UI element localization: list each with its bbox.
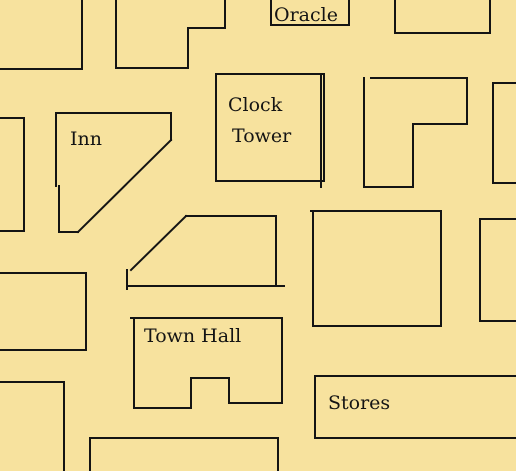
label-town-hall: Town Hall bbox=[144, 325, 241, 347]
label-inn: Inn bbox=[70, 128, 102, 150]
building-inn[interactable]: Inn bbox=[55, 112, 173, 234]
building-reverse-l bbox=[363, 77, 468, 188]
building-wedge bbox=[126, 214, 285, 290]
building-right-edge-upper bbox=[492, 82, 516, 184]
label-stores: Stores bbox=[328, 392, 390, 414]
building-stores[interactable]: Stores bbox=[314, 375, 516, 439]
building-left-middle bbox=[0, 272, 87, 351]
building-left-edge bbox=[0, 117, 25, 232]
building-top-l bbox=[115, 0, 226, 69]
building-oracle[interactable]: Oracle bbox=[270, 0, 350, 26]
building-clock-tower[interactable]: Clock Tower bbox=[215, 73, 325, 188]
building-bottom-left bbox=[0, 381, 65, 471]
building-large-square bbox=[310, 210, 442, 327]
building-top-left bbox=[0, 0, 83, 70]
label-clock-tower-line1: Clock bbox=[228, 94, 283, 116]
label-clock-tower-line2: Tower bbox=[232, 125, 292, 147]
label-oracle: Oracle bbox=[274, 4, 338, 26]
building-right-edge-middle bbox=[479, 218, 516, 322]
building-bottom-center bbox=[89, 437, 279, 471]
building-top-right bbox=[394, 0, 491, 34]
building-town-hall[interactable]: Town Hall bbox=[130, 317, 283, 409]
